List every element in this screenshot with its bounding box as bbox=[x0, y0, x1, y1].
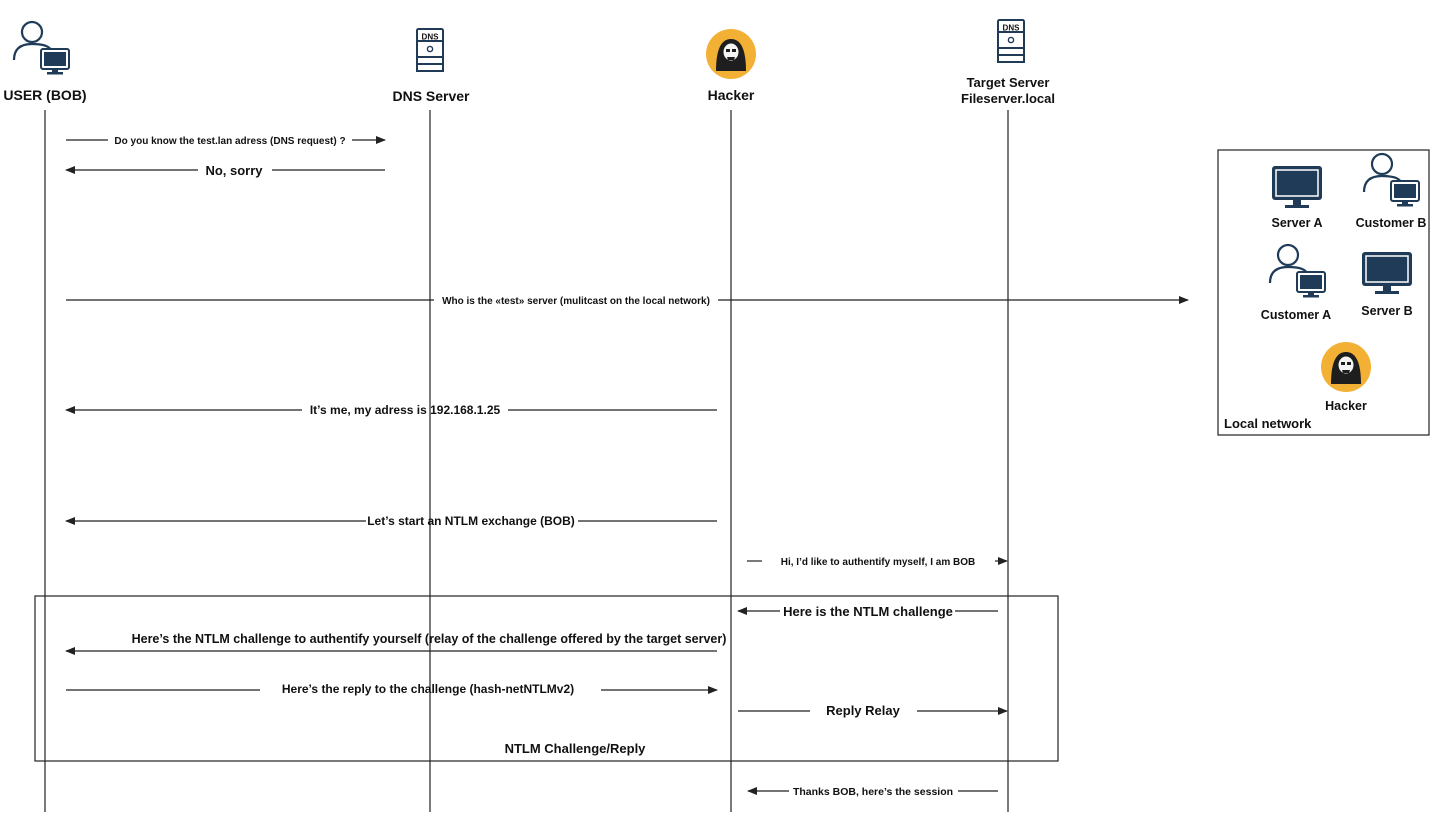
hacker-icon bbox=[706, 29, 756, 79]
svg-text:DNS: DNS bbox=[1003, 24, 1021, 33]
participant-hacker-title: Hacker bbox=[708, 87, 755, 103]
local-network-label: Local network bbox=[1224, 416, 1312, 431]
user-computer-icon bbox=[12, 20, 71, 76]
server-a-node: Server A bbox=[1271, 165, 1323, 230]
message-start-ntlm: Let’s start an NTLM exchange (BOB) bbox=[65, 514, 717, 528]
participant-target-title: Target Server bbox=[967, 75, 1050, 90]
customer-a-node: Customer A bbox=[1261, 243, 1331, 322]
server-b-label: Server B bbox=[1361, 304, 1412, 318]
message-multicast-label: Who is the «test» server (mulitcast on t… bbox=[442, 296, 710, 307]
hacker-node: Hacker bbox=[1321, 342, 1371, 413]
customer-b-node: Customer B bbox=[1356, 152, 1427, 230]
message-reply-relay-label: Reply Relay bbox=[826, 703, 900, 718]
message-session: Thanks BOB, here’s the session bbox=[747, 786, 998, 798]
message-authentify-label: Hi, I’d like to authentify myself, I am … bbox=[781, 557, 975, 568]
message-start-ntlm-label: Let’s start an NTLM exchange (BOB) bbox=[367, 514, 575, 528]
message-dns-request-label: Do you know the test.lan adress (DNS req… bbox=[114, 136, 345, 147]
message-no-sorry: No, sorry bbox=[65, 163, 385, 178]
participant-target-subtitle: Fileserver.local bbox=[961, 91, 1055, 106]
local-network-panel: Server A Customer B Customer A Server B … bbox=[1217, 149, 1430, 436]
hacker-icon bbox=[1321, 342, 1371, 392]
message-reply-relay: Reply Relay bbox=[738, 703, 1008, 718]
message-authentify: Hi, I’d like to authentify myself, I am … bbox=[747, 557, 1008, 568]
hacker-node-label: Hacker bbox=[1325, 399, 1367, 413]
server-b-node: Server B bbox=[1361, 251, 1413, 318]
participant-user-title: USER (BOB) bbox=[3, 87, 86, 103]
message-ntlm-challenge: Here is the NTLM challenge bbox=[737, 604, 998, 619]
server-a-label: Server A bbox=[1272, 216, 1323, 230]
message-ntlm-challenge-label: Here is the NTLM challenge bbox=[783, 604, 953, 619]
message-relay-challenge: Here’s the NTLM challenge to authentify … bbox=[65, 632, 727, 655]
message-reply-challenge: Here’s the reply to the challenge (hash-… bbox=[66, 682, 718, 696]
target-server-icon: DNS bbox=[997, 19, 1025, 63]
message-no-sorry-label: No, sorry bbox=[205, 163, 263, 178]
message-relay-challenge-label: Here’s the NTLM challenge to authentify … bbox=[132, 632, 727, 646]
customer-a-label: Customer A bbox=[1261, 308, 1331, 322]
participant-dns-title: DNS Server bbox=[392, 88, 470, 104]
dns-server-icon: DNS bbox=[416, 28, 444, 72]
ntlm-group-box bbox=[34, 595, 1059, 762]
message-its-me-label: It’s me, my adress is 192.168.1.25 bbox=[310, 403, 501, 417]
message-reply-challenge-label: Here’s the reply to the challenge (hash-… bbox=[282, 682, 574, 696]
message-session-label: Thanks BOB, here’s the session bbox=[793, 786, 953, 798]
message-multicast: Who is the «test» server (mulitcast on t… bbox=[66, 296, 1189, 307]
message-dns-request: Do you know the test.lan adress (DNS req… bbox=[66, 136, 386, 147]
svg-text:DNS: DNS bbox=[422, 33, 440, 42]
message-its-me: It’s me, my adress is 192.168.1.25 bbox=[65, 403, 717, 417]
customer-b-label: Customer B bbox=[1356, 216, 1427, 230]
ntlm-group-label: NTLM Challenge/Reply bbox=[505, 741, 647, 756]
